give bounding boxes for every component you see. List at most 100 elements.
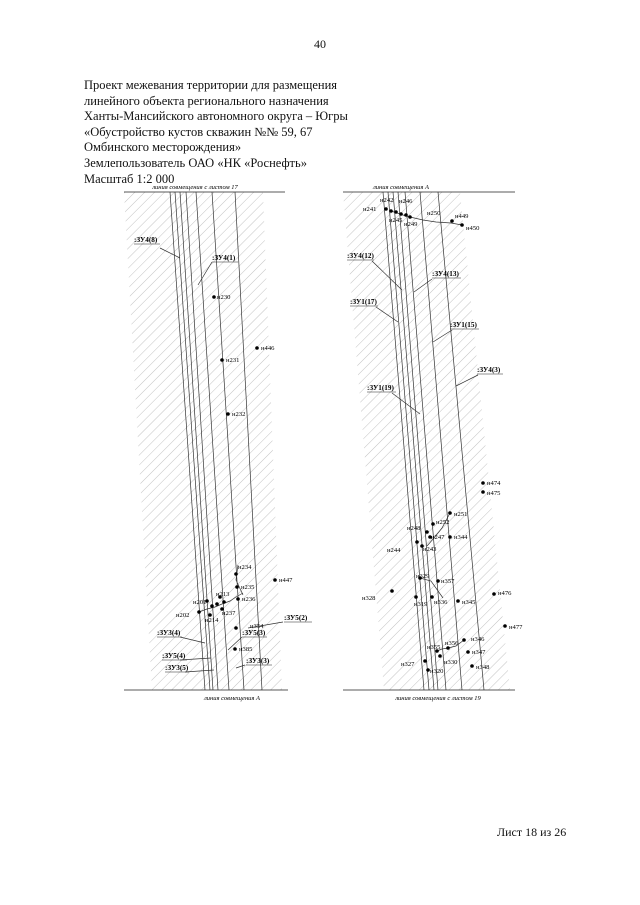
survey-point-marker [470,664,474,668]
header-line: Ханты-Мансийского автономного округа – Ю… [84,109,348,124]
leader-line [179,657,212,661]
survey-point-label: н449 [455,213,469,220]
parcel-label: :ЗУ1(15) [450,321,477,329]
survey-point-marker [394,210,398,214]
right-boundary-line [437,192,485,690]
right-parcel-polyline [390,210,463,226]
header-line: Проект межевания территории для размещен… [84,78,338,92]
survey-point-marker [222,600,226,604]
survey-point-marker [462,638,466,642]
survey-point-label: н243 [423,546,437,553]
survey-point-marker [450,219,454,223]
left-parcel-polyline [198,592,244,613]
leader-line [179,636,206,644]
leader-line [227,636,243,651]
survey-point-marker [414,595,418,599]
survey-point-marker [428,535,432,539]
leader-line [184,669,215,673]
right-top-caption: линия совмещения А [372,184,429,191]
survey-point-marker [384,207,388,211]
parcel-label: :ЗУ3(3) [246,657,270,665]
header-line: «Обустройство кустов скважин №№ 59, 67 [84,124,313,139]
parcel-label: :ЗУ4(13) [432,270,459,278]
survey-point-label: н348 [476,664,490,671]
parcel-label: :ЗУ5(3) [242,629,266,637]
survey-point-label: н245 [389,217,403,224]
survey-point-marker [425,530,429,534]
survey-point-label: н250 [427,210,441,217]
leader-line [197,261,213,286]
document-header: Проект межевания территории для размещен… [84,78,444,187]
survey-point-label: н336 [434,599,448,606]
right-map-panel: линия совмещения А линия совмещения с ли… [343,184,523,702]
survey-point-label: н330 [444,659,458,666]
parcel-label: :ЗУ4(3) [477,366,501,374]
survey-point-label: н477 [509,624,523,631]
survey-point-marker [220,607,224,611]
survey-point-marker [205,599,209,603]
left-boundary-line [211,192,245,690]
header-line: Землепользователь ОАО «НК «Роснефть» [84,155,307,170]
survey-point-marker [218,595,222,599]
survey-point-marker [435,649,439,653]
parcel-label: :ЗУ1(19) [367,384,394,392]
left-boundary-line [174,192,211,690]
survey-point-label: н345 [462,599,476,606]
parcel-label: :ЗУ3(4) [157,629,181,637]
survey-point-marker [503,624,507,628]
survey-point-label: н319 [414,601,428,608]
leader-line [371,260,403,291]
survey-point-marker [456,599,460,603]
parcel-label: :ЗУ5(4) [162,652,186,660]
survey-point-label: н450 [466,225,480,232]
right-boundary-line [419,192,463,690]
survey-point-label: н446 [261,345,275,352]
survey-point-marker [446,646,450,650]
survey-point-marker [215,602,219,606]
survey-point-label: н248 [407,525,421,532]
survey-point-marker [481,490,485,494]
parcel-label: :ЗУ4(12) [347,252,374,260]
survey-point-label: н252 [436,519,449,526]
survey-point-marker [466,650,470,654]
survey-point-marker [408,215,412,219]
survey-point-marker [210,604,214,608]
survey-point-marker [481,481,485,485]
leader-line [413,278,433,293]
right-parcel-polyline [426,512,451,547]
survey-point-marker [234,572,238,576]
survey-point-label: н231 [226,357,239,364]
survey-point-label: н327 [401,661,415,668]
leader-line [391,392,421,415]
survey-point-marker [423,659,427,663]
left-top-caption: линия совмещения с листом 17 [151,184,238,191]
left-boundary-line [195,192,230,690]
survey-point-label: н230 [217,294,231,301]
survey-point-marker [431,522,435,526]
survey-point-label: н244 [387,547,401,554]
survey-point-label: н251 [454,511,467,518]
survey-point-label: н246 [399,198,413,205]
survey-point-label: н202 [176,612,189,619]
survey-point-label: н201 [193,599,206,606]
survey-point-label: н213 [216,591,230,598]
scale-line: Масштаб 1:2 000 [84,171,175,186]
survey-point-label: н242 [380,197,393,204]
right-boundary-line [397,192,439,690]
survey-point-marker [448,535,452,539]
survey-point-marker [404,213,408,217]
survey-point-marker [390,589,394,593]
survey-point-marker [430,595,434,599]
survey-point-label: н236 [242,596,256,603]
parcel-label: :ЗУ5(2) [284,614,308,622]
left-parcel-polyline [235,564,244,596]
leader-line [247,621,284,629]
survey-point-label: н249 [404,221,418,228]
survey-point-label: н475 [487,490,501,497]
survey-point-marker [438,654,442,658]
survey-point-label: н347 [472,649,486,656]
survey-point-label: н346 [471,636,485,643]
survey-point-marker [235,585,239,589]
survey-point-label: н344 [454,534,468,541]
